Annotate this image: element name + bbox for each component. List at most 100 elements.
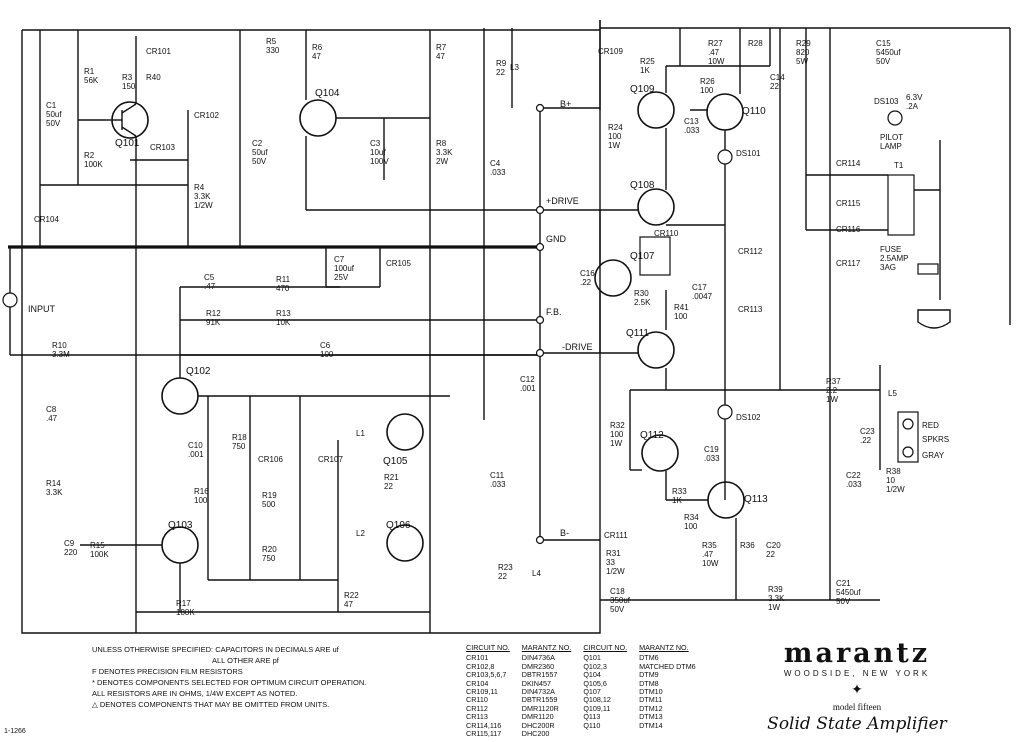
diode-cr110: CR110	[654, 229, 679, 238]
transistor-q104	[299, 99, 337, 137]
transistor-q110	[706, 93, 744, 131]
capacitor-c4: C4.033	[490, 159, 506, 177]
transistor-q102	[161, 377, 199, 415]
fuse	[917, 263, 939, 275]
input-jack	[2, 292, 18, 308]
inductor-l1: L1	[356, 429, 365, 438]
transistor-q106	[386, 524, 424, 562]
lamp-ds103	[887, 110, 903, 126]
capacitor-c22: C22.033	[846, 471, 862, 489]
q105-label: Q105	[383, 456, 408, 467]
transistor-q108	[637, 188, 675, 226]
drawing-code: 1-1266	[4, 728, 26, 735]
q112-label: Q112	[640, 430, 664, 441]
q103-label: Q103	[168, 520, 193, 531]
brand-location: WOODSIDE, NEW YORK	[783, 669, 931, 678]
capacitor-c8: C8.47	[46, 405, 58, 423]
lamp-ds102	[717, 404, 733, 420]
lamp-ds101	[717, 149, 733, 165]
diode-cr107: CR107	[318, 455, 343, 464]
capacitor-c16: C16.22	[580, 269, 595, 287]
lamp-rating: 6.3V.2A	[906, 93, 923, 111]
transistor-q112	[641, 434, 679, 472]
ds102-label: DS102	[736, 413, 761, 422]
fb-label: F.B.	[546, 307, 562, 317]
capacitor-c19: C19.033	[704, 445, 720, 463]
inductor-l2: L2	[356, 529, 365, 538]
resistor-r28: R28	[748, 39, 763, 48]
capacitor-c23: C23.22	[860, 427, 875, 445]
inductor-l4: L4	[532, 569, 541, 578]
resistor-r40: R40	[146, 73, 161, 82]
capacitor-c17: C17.0047	[692, 283, 713, 301]
drive-pos-label: +DRIVE	[546, 196, 579, 206]
inductor-l3: L3	[510, 63, 519, 72]
note-1: UNLESS OTHERWISE SPECIFIED: CAPACITORS I…	[92, 645, 339, 654]
transistor-q103	[161, 526, 199, 564]
q107-label: Q107	[630, 251, 655, 262]
drive-neg-label: -DRIVE	[562, 342, 593, 352]
diode-cr117: CR117	[836, 259, 861, 268]
diode-cr114: CR114	[836, 159, 861, 168]
brand-block: marantz WOODSIDE, NEW YORK ✦ model fifte…	[752, 640, 962, 735]
note-1b: ALL OTHER ARE pf	[212, 656, 279, 665]
ac-plug	[917, 309, 951, 329]
diode-cr102: CR102	[194, 111, 219, 120]
note-3: * DENOTES COMPONENTS SELECTED FOR OPTIMU…	[92, 678, 367, 687]
q111-label: Q111	[626, 328, 649, 339]
diode-cr116: CR116	[836, 225, 861, 234]
q106-label: Q106	[386, 520, 411, 531]
input-label: INPUT	[28, 304, 56, 314]
q108-label: Q108	[630, 180, 655, 191]
diode-cr105: CR105	[386, 259, 411, 268]
bminus-label: B-	[560, 528, 569, 538]
terminal-red	[902, 418, 914, 430]
diode-cr103: CR103	[150, 143, 175, 152]
model-name: model fifteen	[832, 702, 882, 712]
capacitor-c5: C5.47	[204, 273, 216, 291]
diode-cr115: CR115	[836, 199, 861, 208]
ds101-label: DS101	[736, 149, 761, 158]
gnd-label: GND	[546, 234, 567, 244]
transistor-q107	[594, 259, 632, 297]
note-4: ALL RESISTORS ARE IN OHMS, 1/4W EXCEPT A…	[92, 689, 298, 698]
capacitor-c12: C12.001	[520, 375, 536, 393]
q109-label: Q109	[630, 84, 655, 95]
